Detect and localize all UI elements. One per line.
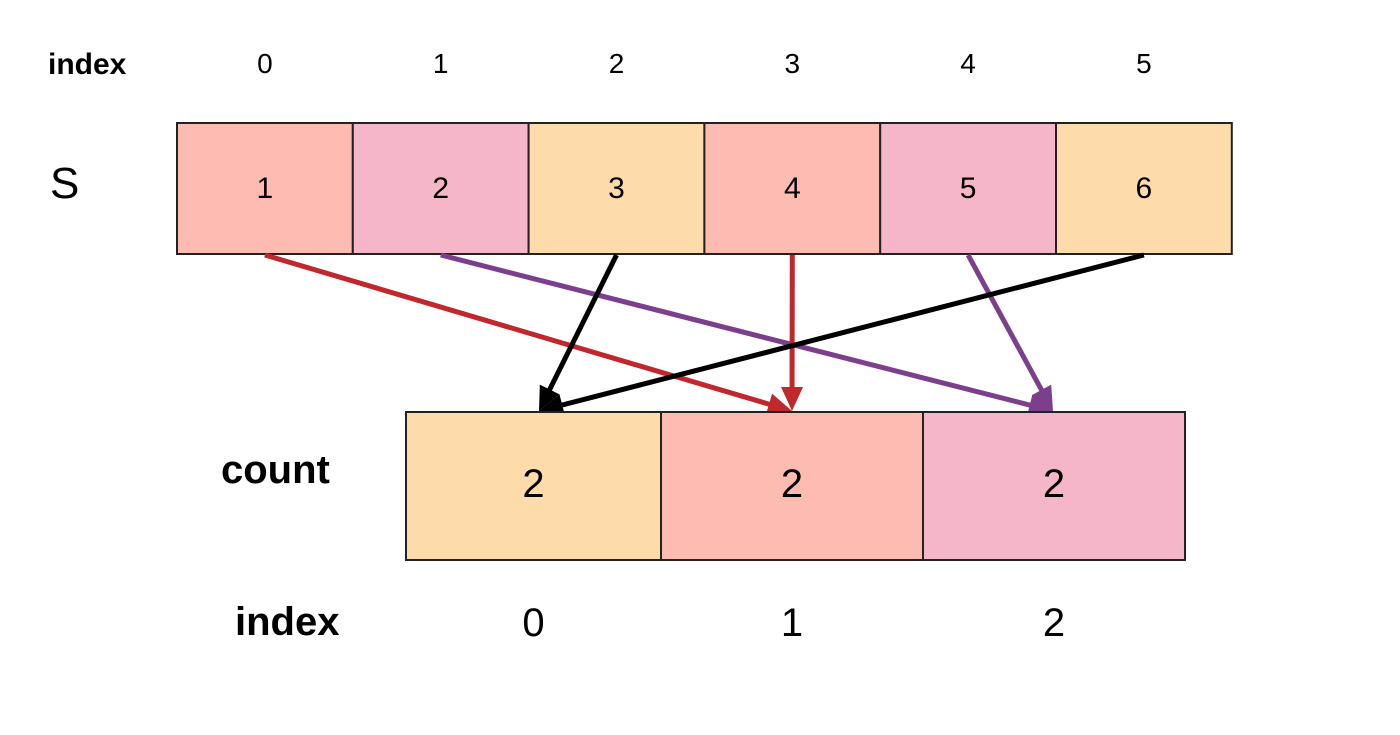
array-s-cell-value: 1 [257,172,274,205]
count-cell [660,411,924,561]
array-s-cell-value: 6 [1136,172,1153,205]
arrow-shaft [965,253,1045,393]
arrow-head [539,394,565,416]
bottom-index-row: 0 1 2 [522,601,1065,645]
top-index-value: 0 [257,48,273,79]
top-index-label: index [48,48,127,81]
count-cell [405,411,662,561]
count-cell-value: 2 [522,462,544,506]
count-array-label: count [221,448,330,492]
arrow-head [539,384,560,411]
top-index-value: 3 [785,48,801,79]
arrow-shaft [440,252,1033,408]
count-cell-value: 2 [781,462,803,506]
top-index-value: 5 [1136,48,1152,79]
top-index-value: 1 [433,48,449,79]
arrow-head [765,393,792,415]
mapping-arrow [539,252,1145,416]
mapping-arrow [539,253,619,411]
arrow-shaft [546,253,619,393]
mapping-arrow [440,252,1053,416]
bottom-index-value: 0 [522,601,544,645]
arrow-shaft [264,252,772,408]
arrow-head [1031,384,1053,411]
bottom-index-value: 2 [1043,601,1065,645]
array-s-cell [1055,122,1233,255]
top-index-value: 2 [609,48,625,79]
mapping-arrow [965,253,1053,411]
array-s-cell [351,122,530,255]
top-index-value: 4 [960,48,976,79]
top-index-row: 0 1 2 3 4 5 [257,48,1152,79]
array-s-cell-value: 3 [608,172,625,205]
array-s-cell-value: 4 [784,172,801,205]
array-s-cell [703,122,882,255]
bottom-index-value: 1 [781,601,803,645]
mapping-arrow [264,252,792,415]
array-s-cell [176,122,354,255]
mapping-arrow [781,254,804,411]
array-s-cell [527,122,706,255]
count-cell [922,411,1186,561]
array-s-cell-value: 5 [960,172,977,205]
count-array-cells: 2 2 2 [405,411,1186,561]
arrow-shaft [559,252,1145,408]
count-cell-value: 2 [1043,462,1065,506]
arrow-head [1027,394,1053,416]
arrow-head [781,386,804,411]
array-s-cell [879,122,1058,255]
bottom-index-label: index [235,600,339,644]
array-s-cells: 1 2 3 4 5 6 [176,122,1233,255]
array-s-cell-value: 2 [432,172,449,205]
mapping-arrows [264,252,1145,416]
array-s-label: S [50,159,79,208]
